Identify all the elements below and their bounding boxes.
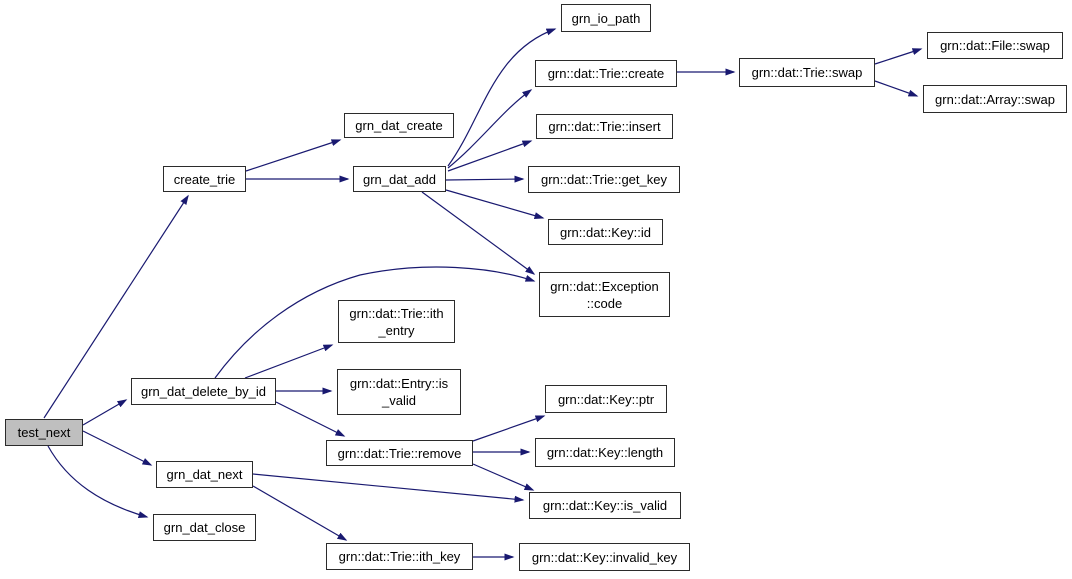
node-label: grn::dat::Trie::create bbox=[547, 66, 665, 81]
node-grn_dat_add[interactable]: grn_dat_add bbox=[353, 166, 446, 192]
node-label: grn_dat_delete_by_id bbox=[140, 384, 267, 399]
edge-trie_remove-to-key_ptr bbox=[472, 415, 546, 442]
node-label: grn::dat::Key::invalid_key bbox=[531, 549, 678, 565]
node-label: grn_dat_add bbox=[362, 171, 436, 187]
node-label: _valid bbox=[382, 393, 416, 408]
node-key_id[interactable]: grn::dat::Key::id bbox=[548, 219, 663, 245]
node-label: grn_io_path bbox=[571, 10, 641, 26]
edge-trie_swap-to-file_swap bbox=[874, 48, 923, 65]
node-trie_insert[interactable]: grn::dat::Trie::insert bbox=[536, 114, 673, 139]
node-label: grn_dat_close bbox=[163, 520, 246, 535]
node-trie_create[interactable]: grn::dat::Trie::create bbox=[535, 60, 677, 87]
node-trie_remove[interactable]: grn::dat::Trie::remove bbox=[326, 440, 473, 466]
edge-grn_dat_delete_by_id-to-trie_remove bbox=[275, 401, 346, 437]
node-key_length[interactable]: grn::dat::Key::length bbox=[535, 438, 675, 467]
node-create_trie[interactable]: create_trie bbox=[163, 166, 246, 192]
node-label: grn::dat::Exception bbox=[550, 278, 659, 294]
edge-grn_dat_add-to-trie_get_key bbox=[445, 175, 525, 183]
node-key_is_valid[interactable]: grn::dat::Key::is_valid bbox=[529, 492, 681, 519]
node-label: grn::dat::Trie::remove bbox=[337, 445, 462, 461]
node-entry_is_valid[interactable]: grn::dat::Entry::is_valid bbox=[337, 369, 461, 415]
node-label: _entry bbox=[378, 322, 415, 338]
node-trie_ith_entry[interactable]: grn::dat::Trie::ith_entry bbox=[338, 300, 455, 343]
edge-grn_dat_next-to-trie_ith_key bbox=[252, 485, 348, 541]
edge-test_next-to-grn_dat_close bbox=[47, 445, 149, 519]
edge-grn_dat_add-to-exception_code bbox=[421, 191, 536, 275]
node-label: grn::dat::Trie::get_key bbox=[541, 172, 667, 187]
node-label: grn::dat::Key::length bbox=[546, 445, 664, 460]
edge-test_next-to-create_trie bbox=[43, 194, 189, 419]
edge-grn_dat_add-to-trie_create bbox=[447, 89, 533, 169]
node-label: grn::dat::Trie::ith bbox=[349, 305, 444, 321]
edge-create_trie-to-grn_dat_create bbox=[245, 139, 342, 172]
node-label: grn::dat::Trie::insert bbox=[548, 119, 661, 134]
node-label: test_next bbox=[17, 425, 71, 440]
node-grn_dat_next[interactable]: grn_dat_next bbox=[156, 461, 253, 488]
node-label: grn::dat::Trie::swap bbox=[751, 65, 863, 80]
node-grn_dat_delete_by_id[interactable]: grn_dat_delete_by_id bbox=[131, 378, 276, 405]
node-trie_swap[interactable]: grn::dat::Trie::swap bbox=[739, 58, 875, 87]
node-label: create_trie bbox=[173, 171, 236, 187]
edge-trie_remove-to-key_is_valid bbox=[472, 463, 535, 491]
edge-grn_dat_delete_by_id-to-trie_ith_entry bbox=[244, 344, 334, 379]
node-label: grn_dat_create bbox=[355, 118, 443, 133]
node-test_next[interactable]: test_next bbox=[5, 419, 83, 446]
node-file_swap[interactable]: grn::dat::File::swap bbox=[927, 32, 1063, 59]
edge-grn_dat_add-to-trie_insert bbox=[447, 140, 533, 172]
edge-test_next-to-grn_dat_delete_by_id bbox=[82, 399, 128, 426]
node-trie_get_key[interactable]: grn::dat::Trie::get_key bbox=[528, 166, 680, 193]
node-label: grn::dat::Key::id bbox=[559, 224, 652, 240]
node-exception_code[interactable]: grn::dat::Exception::code bbox=[539, 272, 670, 317]
node-label: grn::dat::Array::swap bbox=[935, 91, 1055, 107]
node-array_swap[interactable]: grn::dat::Array::swap bbox=[923, 85, 1067, 113]
node-key_invalid_key[interactable]: grn::dat::Key::invalid_key bbox=[519, 543, 690, 571]
edge-test_next-to-grn_dat_next bbox=[82, 430, 153, 466]
edge-grn_dat_add-to-grn_io_path bbox=[447, 28, 557, 167]
node-label: grn::dat::File::swap bbox=[940, 38, 1050, 53]
node-grn_dat_close[interactable]: grn_dat_close bbox=[153, 514, 256, 541]
node-label: grn::dat::Key::is_valid bbox=[542, 498, 668, 513]
edge-grn_dat_delete_by_id-to-exception_code bbox=[214, 266, 536, 379]
node-label: grn::dat::Key::ptr bbox=[557, 391, 655, 407]
node-trie_ith_key[interactable]: grn::dat::Trie::ith_key bbox=[326, 543, 473, 570]
edge-trie_swap-to-array_swap bbox=[874, 80, 919, 97]
node-label: grn::dat::Trie::ith_key bbox=[338, 549, 461, 564]
node-key_ptr[interactable]: grn::dat::Key::ptr bbox=[545, 385, 667, 413]
node-grn_io_path[interactable]: grn_io_path bbox=[561, 4, 651, 32]
node-grn_dat_create[interactable]: grn_dat_create bbox=[344, 113, 454, 138]
node-label: grn::dat::Entry::is bbox=[349, 376, 449, 391]
node-label: grn_dat_next bbox=[166, 467, 243, 482]
node-label: ::code bbox=[586, 295, 623, 311]
edge-grn_dat_next-to-key_is_valid bbox=[252, 473, 525, 503]
edge-grn_dat_add-to-key_id bbox=[445, 189, 545, 220]
